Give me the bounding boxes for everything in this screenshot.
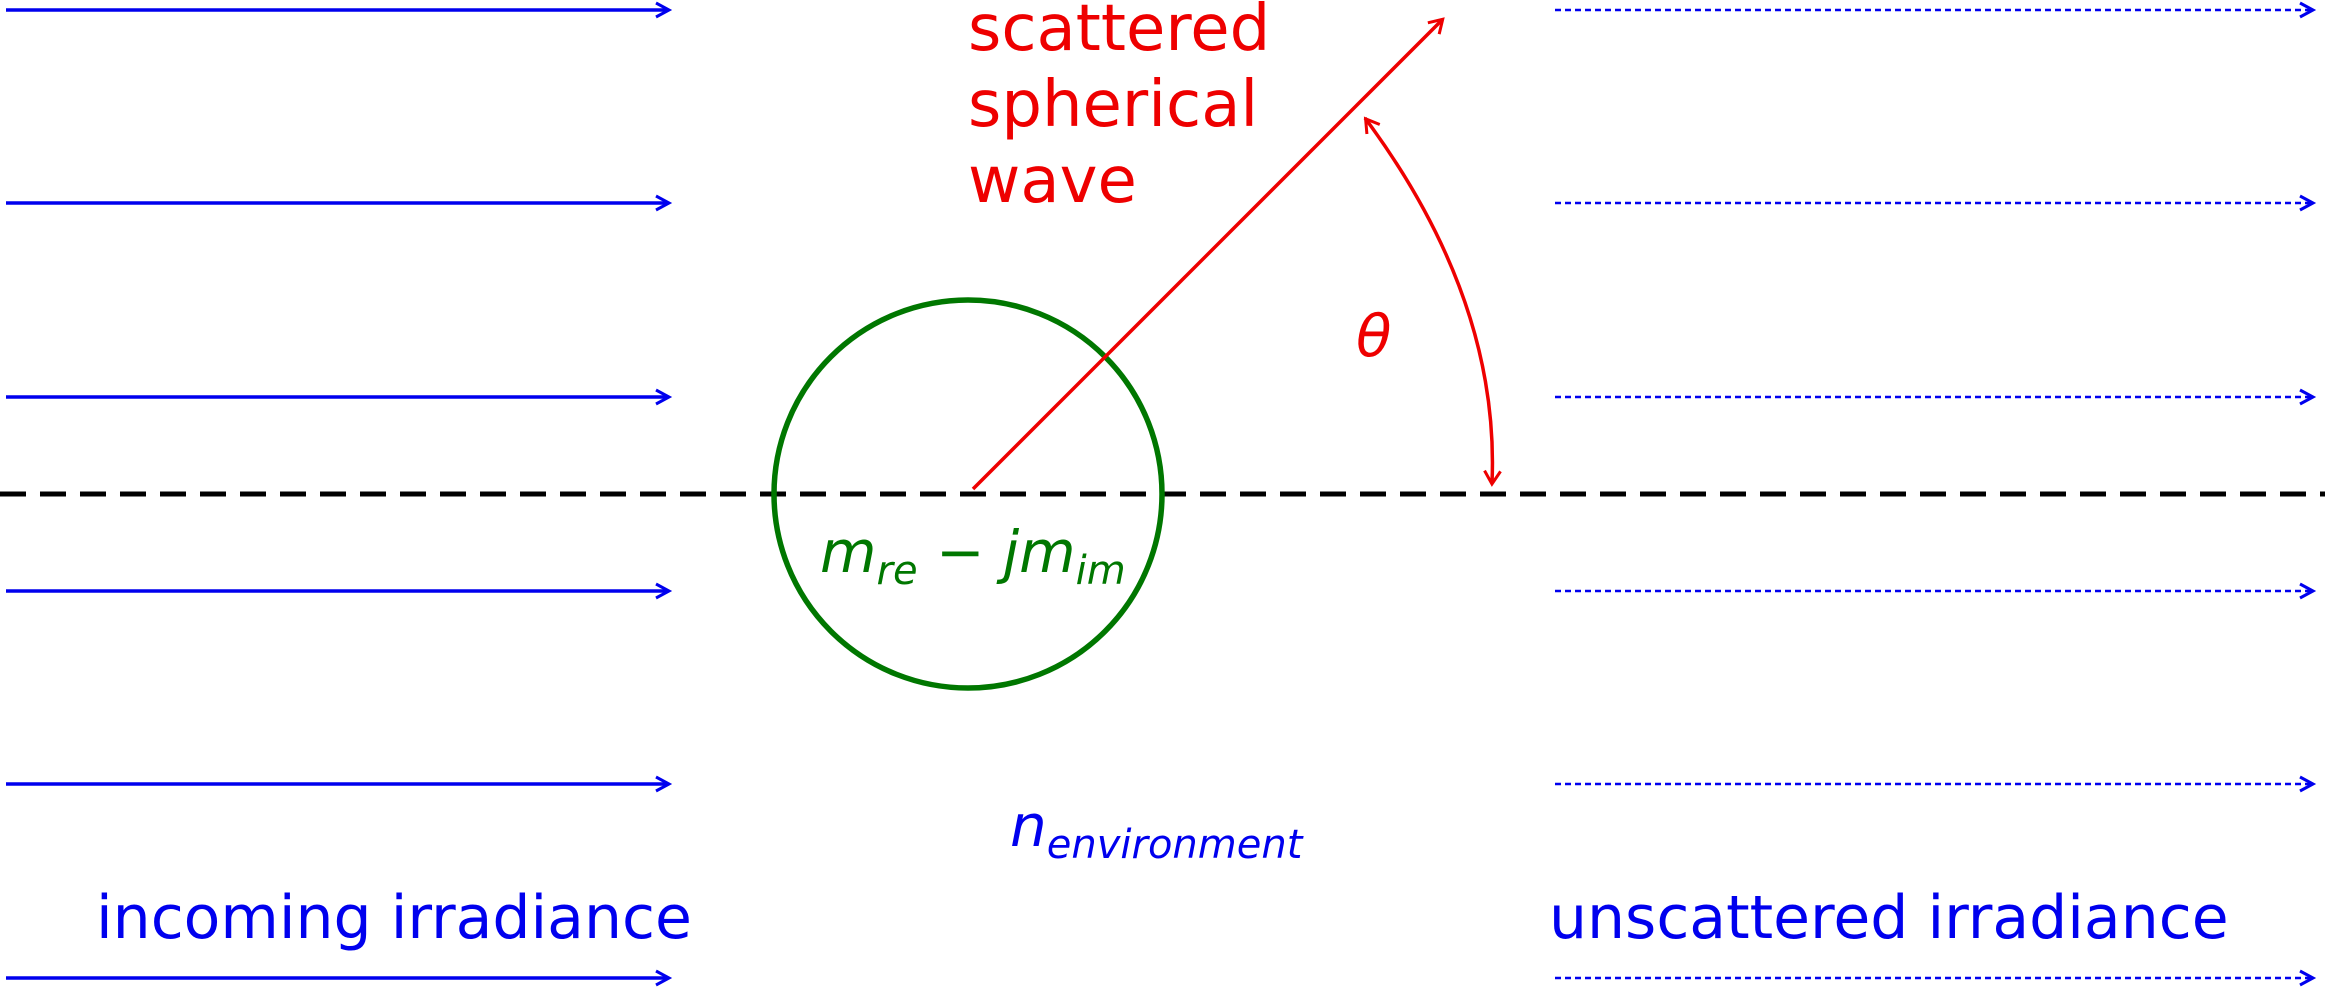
unscattered-label: unscattered irradiance [1549,883,2229,953]
scattered-label-line2: spherical [968,68,1258,142]
scattered-label-line1: scattered [968,0,1270,66]
particle-re-subscript: re [877,548,918,594]
environment-subscript: environment [1047,822,1304,868]
particle-m: m [820,518,877,586]
theta-arc-double-arrow-arc-icon [1363,116,1502,487]
unscattered-arrows [1555,1,2317,987]
incoming-arrows [6,1,673,987]
environment-index-label: nenvironment [1010,792,1304,868]
scattered-label-line3: wave [968,144,1137,218]
particle-minus-j: − j [918,518,1020,586]
incoming-label: incoming irradiance [96,883,692,953]
environment-n: n [1010,792,1047,860]
particle-circle [771,297,1165,691]
particle-index-label: mre − jmim [820,518,1126,594]
theta-label: θ [1356,302,1392,370]
particle-im-subscript: im [1076,548,1126,594]
particle-m2: m [1019,518,1076,586]
scattered-ray-arrow-up-right-icon [971,17,1445,491]
